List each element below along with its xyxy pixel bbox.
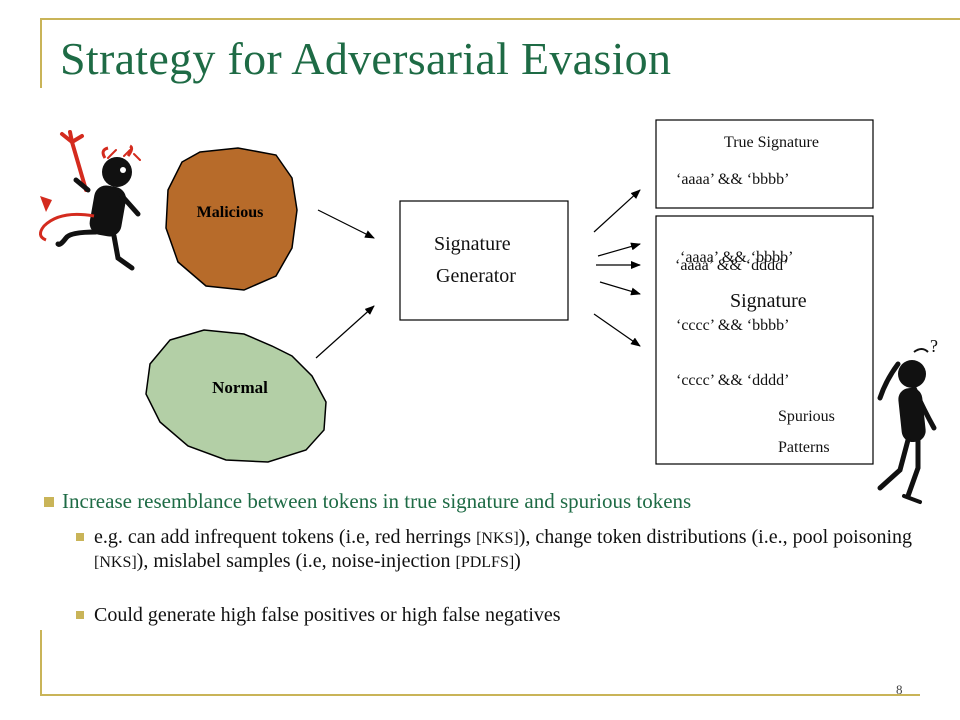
signature-pattern-1: ‘aaaa’ && ‘bbbb’ — [680, 249, 793, 266]
sub-bullet-text-c: ), mislabel samples (i.e, noise-injectio… — [136, 550, 456, 572]
sub-bullet-examples: e.g. can add infrequent tokens (i.e, red… — [94, 526, 924, 574]
citation-nks-1: [NKS] — [476, 530, 519, 547]
malicious-label: Malicious — [197, 204, 264, 221]
arrow-to-true-signature — [593, 189, 641, 233]
arrow-to-pattern-4 — [593, 313, 641, 347]
generator-label-line2: Generator — [436, 265, 516, 287]
arrow-malicious-to-generator — [317, 209, 375, 239]
sub-bullet-square — [76, 611, 84, 619]
spurious-signature-box — [655, 215, 874, 465]
sub-bullet-text-d: ) — [514, 550, 521, 572]
footer-frame-horizontal — [40, 694, 920, 696]
arrow-normal-to-generator — [315, 305, 375, 359]
signature-generator-box — [399, 200, 569, 321]
arrow-to-pattern-3 — [599, 281, 641, 296]
page-number: 8 — [896, 682, 903, 697]
title-frame-vertical — [40, 18, 42, 88]
signature-pattern-2: ‘aaaa’ && ‘dddd’ — [675, 257, 788, 274]
generator-label-line1: Signature — [434, 233, 511, 255]
sub-bullet-text-b: ), change token distributions (i.e., poo… — [518, 526, 913, 548]
true-signature-pattern: ‘aaaa’ && ‘bbbb’ — [676, 171, 789, 188]
true-signature-heading: True Signature — [724, 134, 819, 151]
confused-person-icon: ? — [877, 336, 938, 504]
devil-icon — [39, 130, 141, 271]
signature-heading: Signature — [730, 290, 807, 312]
normal-blob — [145, 329, 327, 463]
signature-pattern-4: ‘cccc’ && ‘dddd’ — [676, 372, 789, 389]
page-title: Strategy for Adversarial Evasion — [60, 33, 672, 84]
spurious-label-line1: Spurious — [778, 408, 835, 425]
citation-pdlfs: [PDLFS] — [455, 554, 515, 571]
citation-nks-2: [NKS] — [94, 554, 137, 571]
signature-pattern-3: ‘cccc’ && ‘bbbb’ — [676, 317, 789, 334]
sub-bullet-consequence: Could generate high false positives or h… — [94, 604, 561, 626]
sub-bullet-text-a: e.g. can add infrequent tokens (i.e, red… — [94, 526, 477, 548]
question-mark: ? — [930, 336, 938, 356]
title-frame-horizontal — [40, 18, 960, 20]
sub-bullet-square — [76, 533, 84, 541]
bullet-main: Increase resemblance between tokens in t… — [62, 489, 692, 513]
footer-frame-vertical — [40, 630, 42, 695]
malicious-blob — [165, 147, 298, 291]
normal-label: Normal — [212, 378, 268, 397]
true-signature-box — [655, 119, 874, 209]
bullet-square — [44, 497, 54, 507]
spurious-label-line2: Patterns — [778, 439, 830, 456]
arrow-to-pattern-1 — [597, 242, 641, 257]
